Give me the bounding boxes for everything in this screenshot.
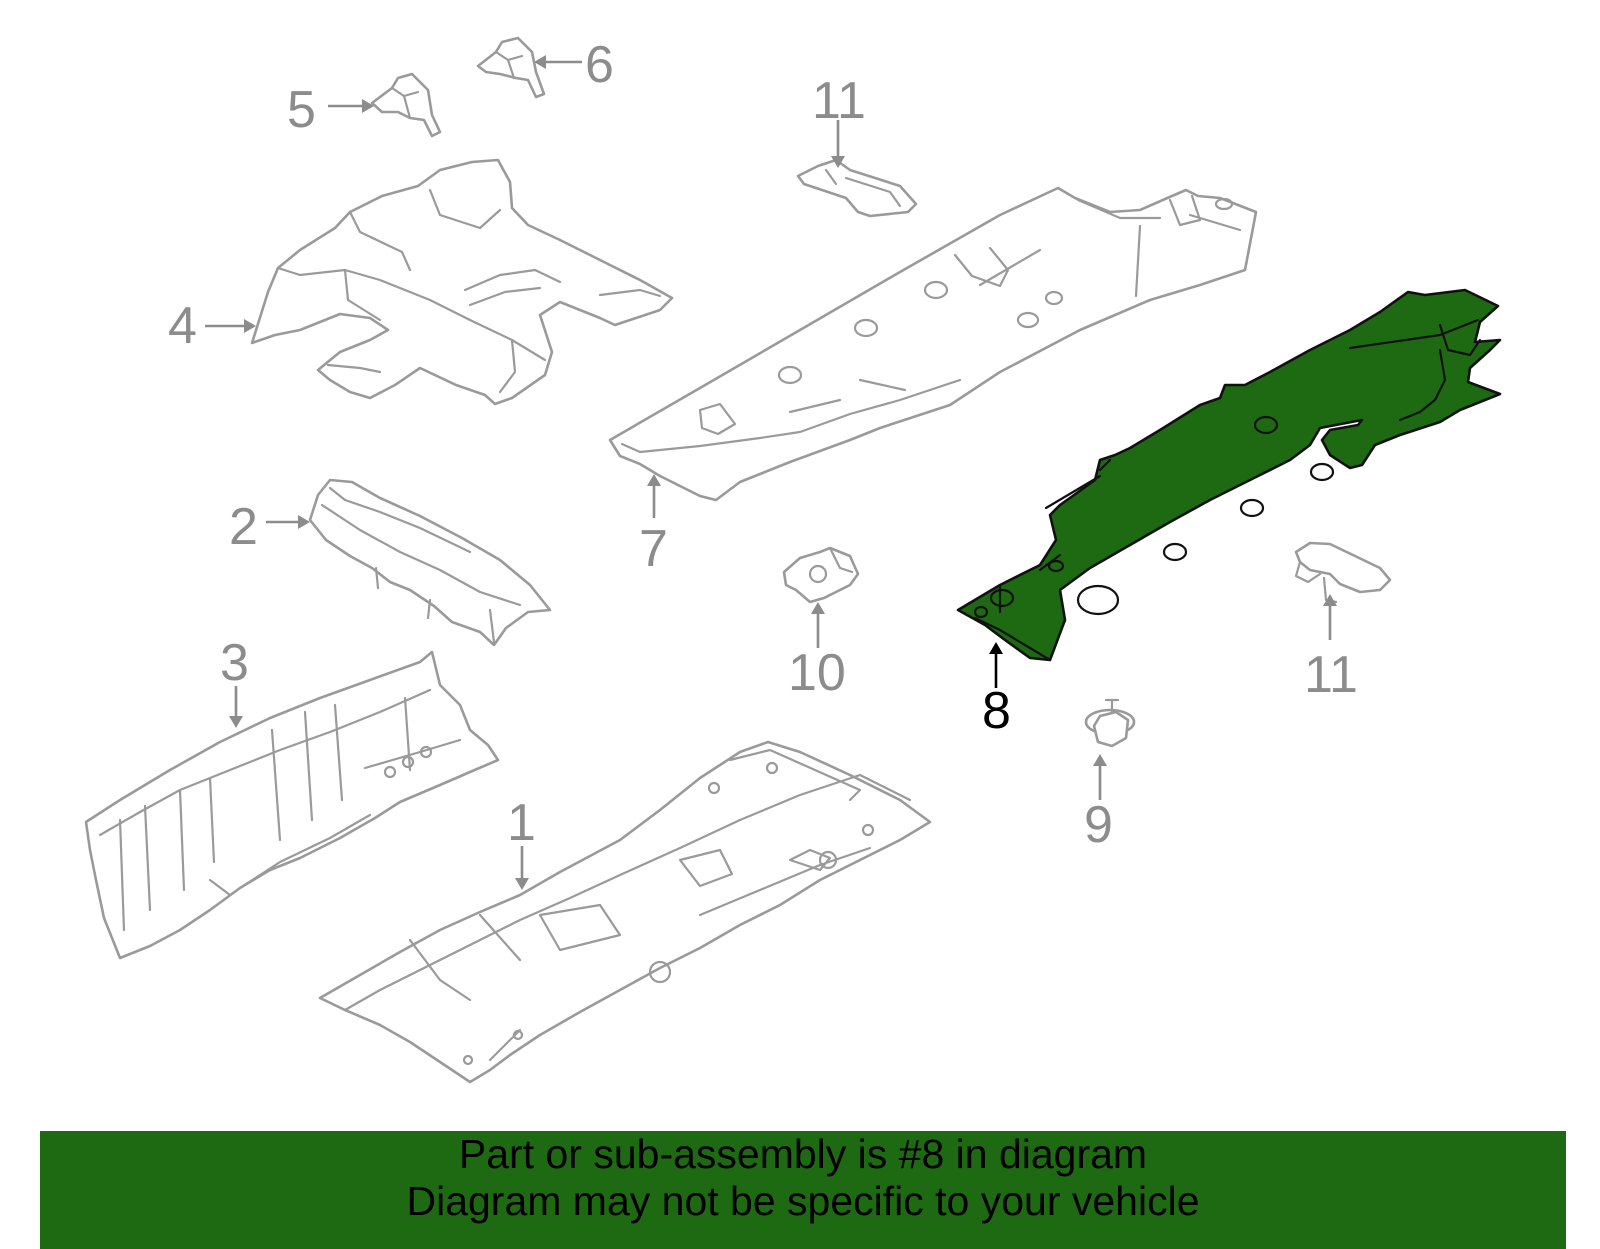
callout-3[interactable]: 3 [220,634,249,692]
part-8-shape[interactable] [956,288,1502,662]
part-7-shape[interactable] [608,186,1258,502]
part-2-shape[interactable] [308,478,552,647]
leader-arrow-4 [244,319,256,333]
leader-arrow-7 [647,474,661,486]
leader-arrow-8 [989,642,1003,654]
part-4-shape[interactable] [250,158,674,406]
part-10-shape[interactable] [782,546,860,604]
info-banner: Part or sub-assembly is #8 in diagram Di… [40,1131,1566,1249]
callout-10[interactable]: 10 [788,644,846,702]
leader-arrow-3 [229,716,243,728]
callout-4[interactable]: 4 [168,297,197,355]
leader-arrow-2 [298,515,310,529]
callout-1[interactable]: 1 [507,794,536,852]
part-6-shape[interactable] [476,36,546,99]
callout-8[interactable]: 8 [982,682,1011,740]
part-11-right-shape[interactable] [1294,541,1392,604]
callout-5[interactable]: 5 [287,81,316,139]
leader-arrow-11-right [1323,594,1337,606]
leader-arrow-6 [534,55,546,69]
leader-arrow-5 [362,99,374,113]
banner-line-part: Part or sub-assembly is #8 in diagram [458,1131,1148,1177]
part-9-shape[interactable] [1084,698,1136,748]
leader-arrow-11-top [831,156,845,168]
callout-9[interactable]: 9 [1084,796,1113,854]
callout-6[interactable]: 6 [585,36,614,94]
part-3-shape[interactable] [84,650,500,960]
leader-arrow-1 [515,878,529,890]
leader-arrow-9 [1093,754,1107,766]
callout-2[interactable]: 2 [229,498,258,556]
callout-11-right[interactable]: 11 [1304,646,1358,704]
callout-11-top[interactable]: 11 [812,72,866,130]
callout-7[interactable]: 7 [639,520,668,578]
part-11-top-shape[interactable] [796,158,918,218]
leader-arrow-10 [811,602,825,614]
part-1-shape[interactable] [318,740,932,1084]
part-5-shape[interactable] [370,72,442,138]
banner-line-disclaimer: Diagram may not be specific to your vehi… [406,1178,1200,1224]
